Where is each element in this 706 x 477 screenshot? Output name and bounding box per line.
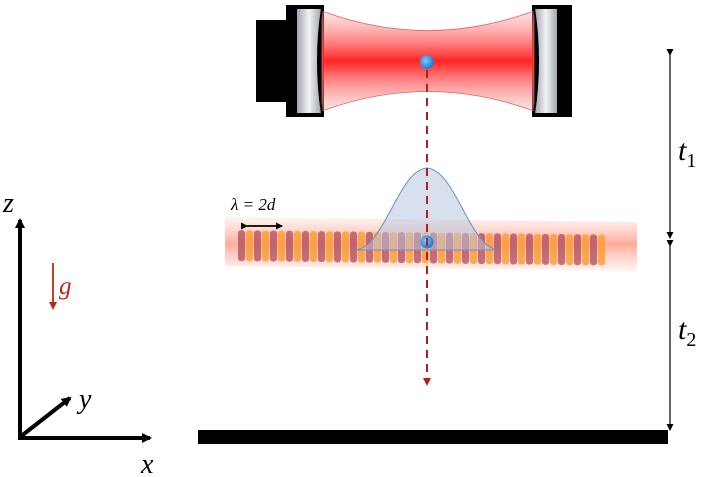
lattice-fringe bbox=[278, 230, 285, 262]
lattice-fringe bbox=[518, 233, 525, 265]
lattice-fringe bbox=[542, 233, 549, 265]
atom-in-cavity-icon bbox=[420, 55, 434, 69]
lattice-fringe bbox=[294, 230, 301, 262]
lattice-fringe bbox=[334, 231, 341, 263]
lattice-fringe bbox=[310, 231, 317, 263]
lattice-fringe bbox=[358, 231, 365, 263]
lattice-fringe bbox=[574, 234, 581, 266]
lattice-fringe bbox=[238, 230, 245, 262]
lattice-fringe bbox=[558, 234, 565, 266]
x-axis-label: x bbox=[140, 449, 154, 477]
t1-label: t1 bbox=[678, 134, 696, 172]
t2-label: t2 bbox=[678, 313, 696, 351]
lattice-fringe bbox=[270, 230, 277, 262]
lattice-fringe bbox=[566, 234, 573, 266]
z-axis-label: z bbox=[2, 188, 14, 219]
lattice-fringe bbox=[526, 233, 533, 265]
lattice-fringe bbox=[262, 230, 269, 262]
gravity-label: g bbox=[59, 273, 72, 300]
lattice-fringe bbox=[582, 234, 589, 266]
lattice-fringe bbox=[302, 230, 309, 262]
lattice-fringe bbox=[534, 233, 541, 265]
y-axis-arrow bbox=[18, 396, 72, 439]
lattice-fringe bbox=[318, 231, 325, 263]
optical-cavity bbox=[256, 5, 572, 117]
y-axis-label: y bbox=[76, 384, 92, 415]
lattice-fringe bbox=[342, 231, 349, 263]
cavity-mirror-right-icon bbox=[532, 7, 559, 115]
lattice-fringe bbox=[246, 230, 253, 262]
lattice-fringe bbox=[590, 234, 597, 266]
lattice-fringe bbox=[502, 233, 509, 265]
cavity-mirror-left-icon bbox=[295, 7, 324, 115]
coordinate-axes: z x y g bbox=[2, 188, 154, 477]
wavelength-label: λ = 2d bbox=[230, 195, 276, 214]
ground-surface bbox=[198, 430, 668, 444]
lattice-fringe bbox=[326, 231, 333, 263]
lattice-fringe bbox=[510, 233, 517, 265]
lattice-fringe bbox=[598, 234, 605, 266]
lattice-fringe bbox=[254, 230, 261, 262]
lattice-fringe bbox=[550, 233, 557, 265]
lattice-fringe bbox=[494, 233, 501, 265]
lattice-fringe bbox=[350, 231, 357, 263]
lattice-fringe bbox=[286, 230, 293, 262]
timeline: t1 t2 bbox=[666, 49, 696, 431]
